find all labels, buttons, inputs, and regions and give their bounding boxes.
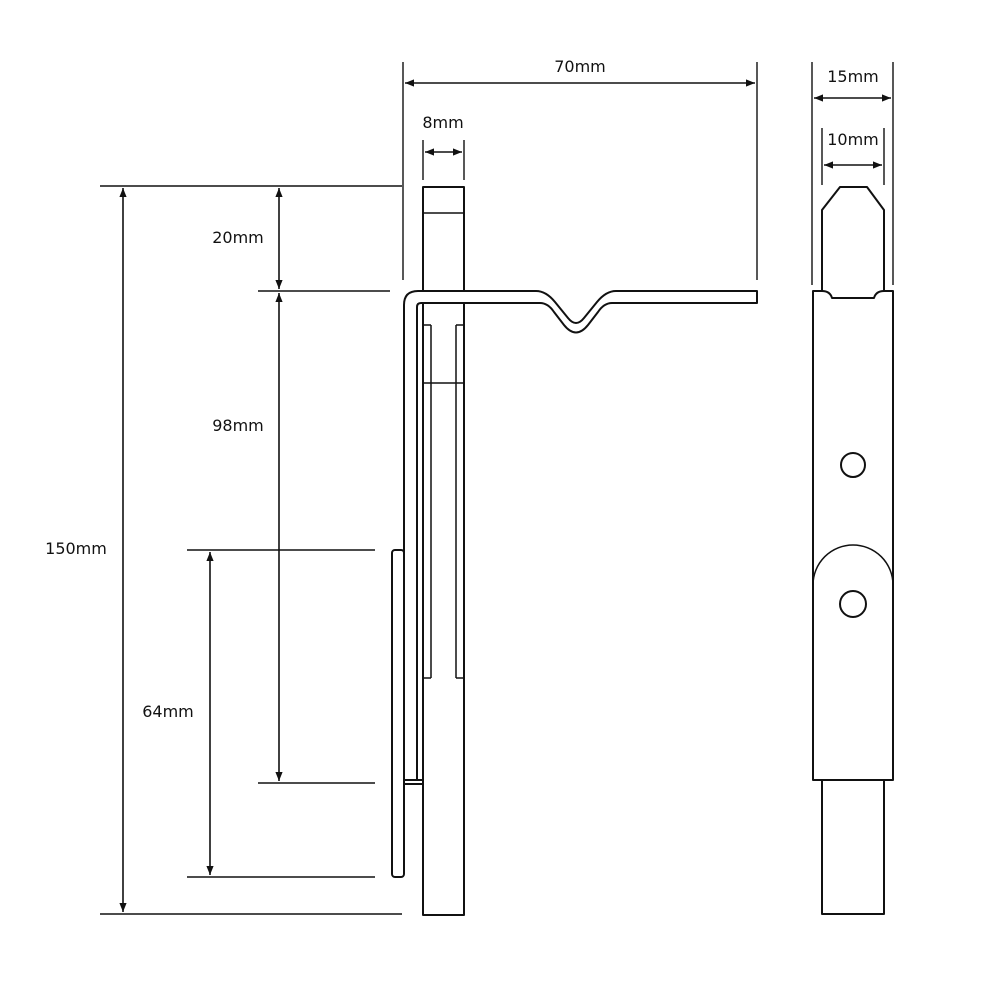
label-arm-length: 70mm	[554, 57, 606, 76]
label-bolt-width: 10mm	[827, 130, 879, 149]
bolt-bar-side	[422, 186, 465, 916]
front-view	[812, 186, 894, 915]
bolt-tail-front	[821, 769, 885, 915]
label-top-section: 20mm	[212, 228, 264, 247]
keep-plate-side	[391, 549, 405, 878]
label-overall-height: 150mm	[45, 539, 107, 558]
label-bolt-thickness: 8mm	[422, 113, 463, 132]
knob-outline	[812, 544, 894, 586]
dimension-lines	[119, 79, 891, 912]
label-arm-to-keep: 98mm	[212, 416, 264, 435]
fixing-hole	[840, 452, 866, 478]
bolt-arm-side	[403, 290, 758, 781]
extension-lines	[100, 62, 894, 915]
bolt-tip-front	[821, 186, 885, 301]
label-keep-plate: 64mm	[142, 702, 194, 721]
side-view	[391, 186, 758, 916]
body-front	[812, 290, 894, 781]
knob-hole	[839, 590, 867, 618]
dimension-labels: 150mm 20mm 98mm 64mm 70mm 8mm 15mm 10mm	[45, 57, 879, 721]
label-body-width: 15mm	[827, 67, 879, 86]
